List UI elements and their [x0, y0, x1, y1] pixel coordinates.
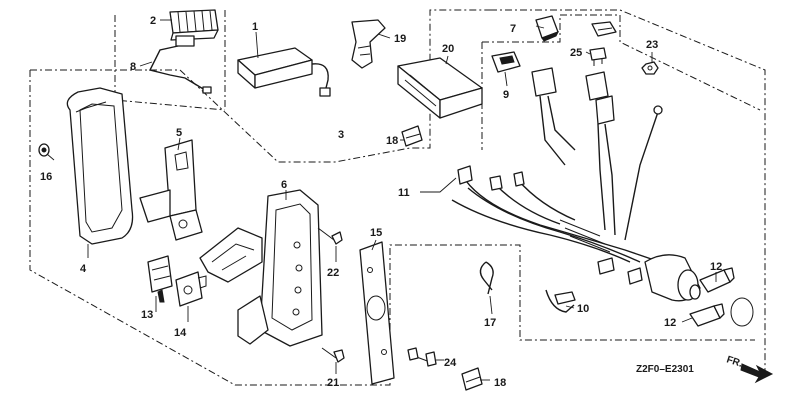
callout-18-top[interactable]: 18 [386, 135, 398, 147]
part-2-regulator[interactable] [148, 9, 219, 94]
leader-lines [46, 19, 717, 381]
callout-1[interactable]: 1 [252, 21, 258, 33]
part-10-clamp[interactable] [545, 289, 576, 313]
part-22-screw[interactable] [317, 227, 343, 245]
part-13-switch[interactable] [147, 255, 173, 303]
callout-11[interactable]: 11 [398, 187, 410, 199]
part-19-clip[interactable] [351, 19, 386, 69]
outline-harness-right [490, 9, 766, 370]
part-24-bolt[interactable] [407, 347, 437, 367]
callout-25[interactable]: 25 [570, 47, 582, 59]
callout-21[interactable]: 21 [327, 377, 339, 389]
part-fuse-cover[interactable] [591, 21, 617, 37]
part-6-control-box[interactable] [199, 189, 323, 347]
callout-7[interactable]: 7 [510, 23, 516, 35]
callout-2[interactable]: 2 [150, 15, 156, 27]
callout-9[interactable]: 9 [503, 89, 509, 101]
front-direction-arrow: FR. [725, 354, 774, 384]
outline-main [30, 9, 490, 163]
callout-12-top[interactable]: 12 [710, 261, 722, 273]
callout-13[interactable]: 13 [141, 309, 153, 321]
direction-label: FR. [725, 354, 744, 370]
part-7-relay[interactable] [535, 15, 560, 42]
callout-18-bottom[interactable]: 18 [494, 377, 506, 389]
callout-12-bottom[interactable]: 12 [664, 317, 676, 329]
part-12-keys[interactable] [689, 267, 754, 327]
part-9-connector-cap[interactable] [491, 51, 521, 73]
part-16-grommet[interactable] [38, 143, 50, 157]
outline-harness-inner [481, 14, 761, 150]
callout-22[interactable]: 22 [327, 267, 339, 279]
part-21-screw[interactable] [321, 347, 345, 363]
diagram-code: Z2F0–E2301 [636, 364, 694, 375]
callout-5[interactable]: 5 [176, 127, 182, 139]
part-23-nut[interactable] [641, 61, 659, 75]
callout-20[interactable]: 20 [442, 43, 454, 55]
callout-3[interactable]: 3 [338, 129, 344, 141]
part-14-breaker[interactable] [175, 271, 207, 307]
arrow-icon [740, 363, 774, 384]
callout-4[interactable]: 4 [80, 263, 87, 275]
callouts: 2 1 8 19 20 18 3 7 25 23 9 11 12 12 16 4… [40, 15, 722, 389]
callout-6[interactable]: 6 [281, 179, 287, 191]
part-20-foam-pad[interactable] [397, 57, 483, 119]
callout-8[interactable]: 8 [130, 61, 136, 73]
callout-16[interactable]: 16 [40, 171, 52, 183]
part-1-control-unit[interactable] [237, 47, 331, 97]
part-25-fuse[interactable] [589, 47, 607, 66]
part-18-clamp-bottom[interactable] [461, 367, 483, 391]
callout-15[interactable]: 15 [370, 227, 382, 239]
part-15-plate[interactable] [359, 241, 395, 385]
callout-14[interactable]: 14 [174, 327, 187, 339]
callout-19[interactable]: 19 [394, 33, 406, 45]
part-5-bracket[interactable] [139, 139, 203, 241]
part-18-clamp-top[interactable] [401, 125, 423, 147]
callout-24[interactable]: 24 [444, 357, 457, 369]
part-4-cover[interactable] [66, 87, 134, 245]
callout-10[interactable]: 10 [577, 303, 589, 315]
part-11-wire-harness[interactable] [451, 67, 701, 302]
outline-bottom [29, 70, 755, 386]
callout-23[interactable]: 23 [646, 39, 658, 51]
part-17-wire-clip[interactable] [479, 261, 494, 295]
callout-17[interactable]: 17 [484, 317, 496, 329]
